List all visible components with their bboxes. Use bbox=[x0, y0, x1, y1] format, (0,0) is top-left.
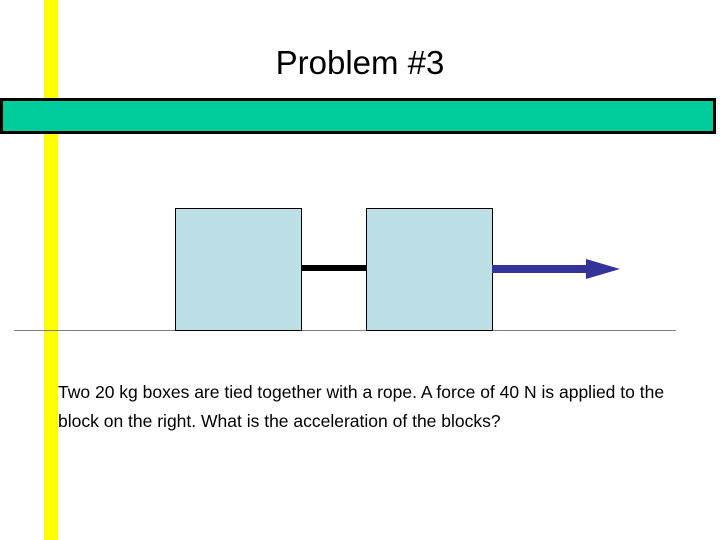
left-block bbox=[175, 208, 302, 331]
rope-connector bbox=[301, 265, 367, 271]
yellow-accent-stripe bbox=[44, 0, 58, 540]
ground-line bbox=[14, 330, 676, 331]
green-divider-bar bbox=[0, 98, 716, 134]
right-block bbox=[366, 208, 493, 331]
page-title: Problem #3 bbox=[275, 44, 445, 81]
problem-statement: Two 20 kg boxes are tied together with a… bbox=[58, 382, 665, 431]
force-arrow-icon bbox=[492, 259, 620, 279]
